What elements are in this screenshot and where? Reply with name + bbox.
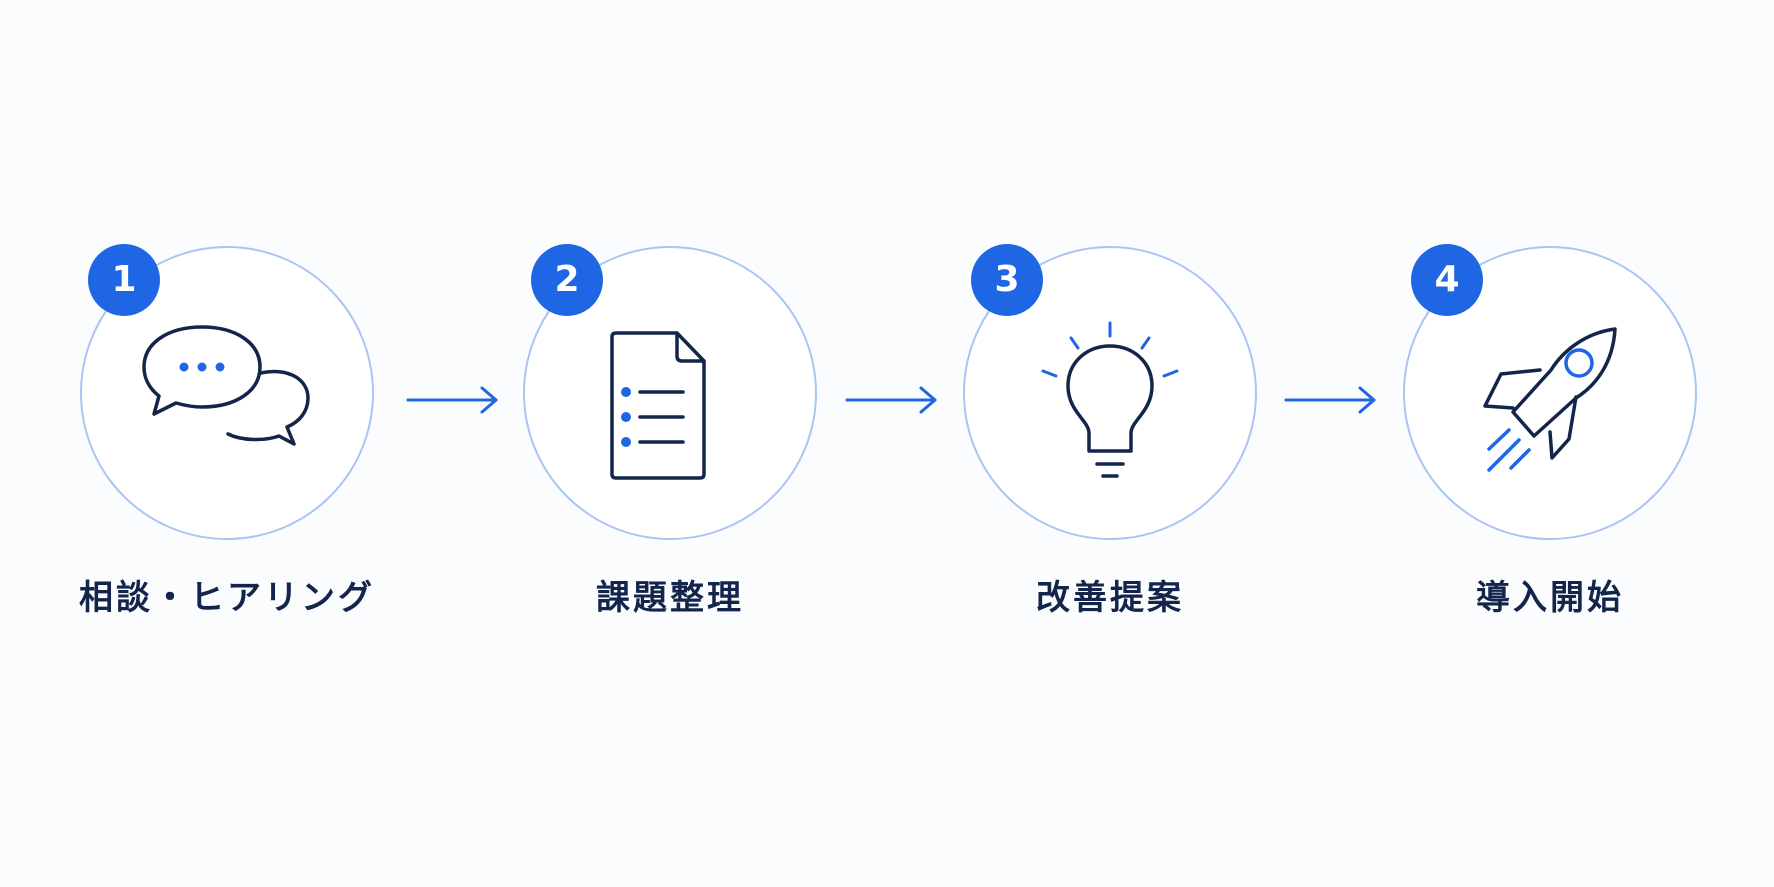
step-2: 2 課題整理 xyxy=(523,244,823,626)
step-3: 3 改善提案 xyxy=(963,244,1263,626)
arrow-right-icon xyxy=(406,386,498,414)
document-list-icon xyxy=(610,331,706,480)
step-label: 改善提案 xyxy=(1036,578,1184,618)
lightbulb-icon xyxy=(1041,321,1179,478)
step-1: 1 相談・ヒアリング xyxy=(79,244,380,626)
step-label: 導入開始 xyxy=(1476,578,1624,618)
rocket-icon xyxy=(1483,327,1617,472)
chat-bubbles-icon xyxy=(142,325,310,446)
step-number-badge: 2 xyxy=(531,244,603,316)
arrow-right-icon xyxy=(1284,386,1376,414)
step-number-badge: 3 xyxy=(971,244,1043,316)
step-4: 4 導入開始 xyxy=(1403,244,1703,626)
step-number-badge: 1 xyxy=(88,244,160,316)
step-number-badge: 4 xyxy=(1411,244,1483,316)
step-label: 課題整理 xyxy=(596,578,744,618)
arrow-right-icon xyxy=(845,386,937,414)
step-label: 相談・ヒアリング xyxy=(79,578,375,618)
